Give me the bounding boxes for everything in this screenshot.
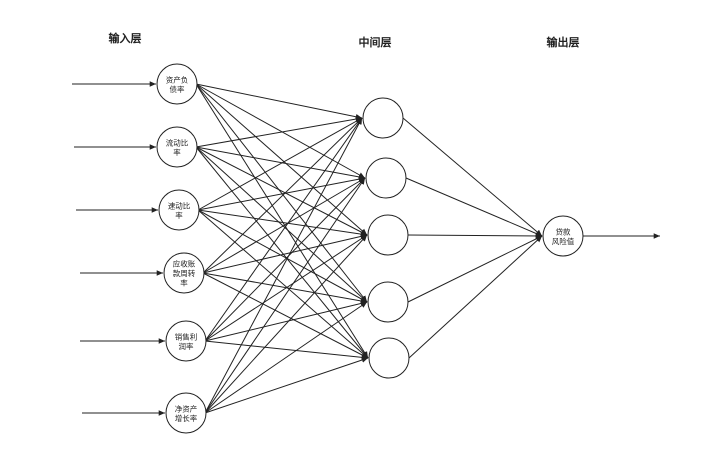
input-hidden-edge [197,209,368,237]
input-hidden-edge [202,233,368,274]
input-node-label: 款周转 [173,268,196,278]
input-node [158,189,200,231]
hidden-layer-title: 中间层 [359,35,392,49]
output-node-label: 贷款 [556,226,571,236]
input-hidden-edge [204,177,366,414]
hidden-node [367,214,409,256]
input-hidden-edge [202,272,369,359]
hidden-node [362,97,404,139]
input-node [163,252,205,294]
input-hidden-edge [204,117,363,342]
input-node-label: 率 [173,147,181,157]
hidden-output-edge [407,235,543,303]
input-node [156,126,198,168]
input-hidden-edge [197,117,363,211]
input-node-label: 率 [175,210,183,220]
input-hidden-edge [195,83,369,359]
output-node-label: 风险值 [552,236,575,246]
connection-edges [72,81,660,416]
input-node [165,320,207,362]
hidden-output-edge [408,235,543,359]
hidden-node [367,281,409,323]
input-node [165,392,207,434]
hidden-output-edge [405,177,543,237]
input-node-label: 流动比 [166,137,189,147]
input-node-label: 率 [180,278,188,288]
input-hidden-edge [202,272,368,304]
hidden-output-edge [407,233,543,239]
input-hidden-edge [197,209,369,359]
input-hidden-edge [197,209,368,303]
hidden-output-edge [402,117,543,237]
input-node-label: 资产负 [166,74,189,84]
input-node-label: 债率 [170,84,185,94]
input-node-label: 润率 [179,341,194,351]
input-hidden-edge [202,177,366,274]
input-hidden-edge [195,83,363,120]
input-node-label: 应收账 [173,259,196,269]
input-hidden-edge [195,116,363,148]
input-hidden-edge [195,146,366,180]
input-hidden-edge [195,146,368,303]
input-node [156,63,198,105]
input-hidden-edge [195,83,368,236]
input-hidden-edge [195,146,369,359]
input-hidden-edge [195,146,368,236]
input-node-label: 净资产 [175,403,198,413]
output-node [542,215,584,257]
input-hidden-edge [204,357,369,414]
input-hidden-edge [204,117,363,414]
input-hidden-edge [204,234,368,414]
output-layer-title: 输出层 [547,35,580,49]
input-layer-title: 输入层 [109,31,142,45]
input-hidden-edge [204,301,368,414]
input-hidden-edge [204,234,368,342]
input-hidden-edge [202,117,363,274]
input-hidden-edge [195,83,366,179]
input-hidden-edge [197,176,366,211]
input-hidden-edge [204,177,366,342]
input-node-label: 速动比 [168,200,191,210]
input-node-label: 销售利 [175,331,198,341]
input-hidden-edge [204,340,369,361]
input-hidden-edge [204,300,368,342]
hidden-node [365,157,407,199]
hidden-node [368,337,410,379]
input-node-label: 增长率 [175,413,198,423]
